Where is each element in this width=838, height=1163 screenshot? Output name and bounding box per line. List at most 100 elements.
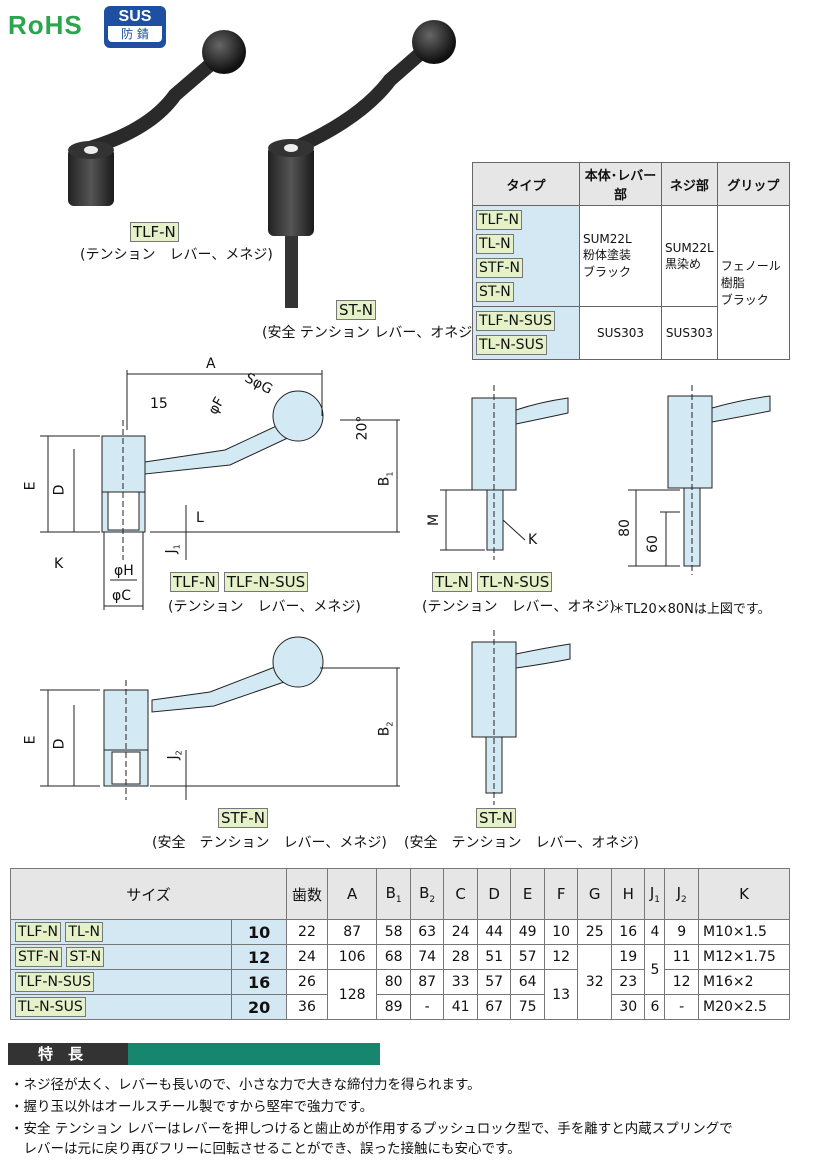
- size-header-main: J: [649, 883, 655, 902]
- size-header-sub: 1: [395, 894, 402, 905]
- drawing5-tag-text: ST-N: [476, 808, 516, 828]
- size-header: サイズ: [10, 868, 287, 920]
- f-cell: 12: [543, 944, 579, 970]
- f-cell: 10: [543, 919, 579, 945]
- mat-screw-group2: SUS303: [661, 306, 718, 360]
- drawing2-tags: TL-N TL-N-SUS: [432, 572, 553, 592]
- rohs-logo: RoHS: [8, 10, 83, 40]
- j2-cell: -: [664, 994, 699, 1020]
- sus-logo-subtext: 防 錆: [108, 26, 162, 42]
- mat-type-tag: TLF-N-SUS: [476, 311, 556, 331]
- size-cell: 12: [231, 944, 287, 970]
- dim-15-label: 15: [150, 396, 168, 412]
- a-cell: 87: [326, 919, 378, 945]
- e-cell: 57: [510, 944, 545, 970]
- feature-item: ・握り玉以外はオールスチール製ですから堅牢で強力です。: [10, 1099, 374, 1115]
- tlf-n-drawing: [40, 370, 400, 610]
- mat-type-tag: STF-N: [476, 258, 524, 278]
- drawing2-tag: TL-N: [432, 572, 472, 592]
- dim-phic-label: φC: [112, 588, 132, 604]
- size-header: G: [577, 868, 612, 920]
- type-tag: TLF-N-SUS: [15, 972, 95, 992]
- st-n-photo: [268, 20, 456, 308]
- dim-a-label: A: [206, 356, 216, 372]
- c-cell: 24: [443, 919, 478, 945]
- dim-60-label: 60: [644, 535, 661, 553]
- drawing1-tags: TLF-N TLF-N-SUS: [170, 572, 309, 592]
- h-cell: 30: [610, 994, 646, 1020]
- drawing4-tag-text: STF-N: [218, 808, 268, 828]
- b2-cell: 63: [409, 919, 445, 945]
- dim-j1-sub: 1: [172, 544, 182, 550]
- size-header: K: [698, 868, 790, 920]
- size-table: サイズ 歯数 A B1 B2 C D E F G H J1 J2 K TLF-N…: [9, 868, 790, 1020]
- photo1-tag: TLF-N: [130, 222, 179, 242]
- size-header: J2: [664, 868, 699, 920]
- d-cell: 51: [476, 944, 512, 970]
- k-cell: M10×1.5: [698, 919, 790, 945]
- sus-logo: SUS 防 錆: [104, 6, 166, 48]
- mat-types-group2: TLF-N-SUS TL-N-SUS: [472, 306, 580, 360]
- drawing2-desc: (テンション レバー、オネジ): [422, 599, 615, 615]
- drawing1-desc: (テンション レバー、メネジ): [168, 599, 361, 615]
- size-header: 歯数: [285, 868, 328, 920]
- c-cell: 41: [443, 994, 478, 1020]
- b1-cell: 80: [376, 969, 411, 995]
- tl20-drawing: [628, 385, 771, 575]
- mat-grip: フェノール樹脂 ブラック: [716, 205, 791, 360]
- photo1-tag-text: TLF-N: [130, 222, 179, 242]
- dim-e-label: E: [22, 481, 39, 491]
- drawing4-desc: (安全 テンション レバー、メネジ): [152, 835, 387, 851]
- sus-logo-text: SUS: [118, 8, 152, 25]
- size-row-types: TLF-N-SUS: [9, 969, 233, 995]
- feature-item: レバーは元に戻り再びフリーに回転させることができ、誤った接触にも安心です。: [10, 1141, 521, 1157]
- size-cell: 10: [231, 919, 287, 945]
- dim-angle-label: 20°: [354, 415, 371, 441]
- size-header-sub: 2: [429, 894, 436, 905]
- photo2-desc: (安全 テンション レバー、オネジ): [262, 325, 478, 341]
- size-header-main: B: [385, 883, 396, 902]
- type-tag: TLF-N: [15, 922, 61, 942]
- dim-b1-main: B: [376, 476, 393, 487]
- drawing2-tag: TL-N-SUS: [476, 572, 553, 592]
- f-cell-merged: 13: [543, 969, 579, 1020]
- mat-body-group1: SUM22L 粉体塗装 ブラック: [578, 205, 663, 307]
- dim-j2-main: J: [165, 755, 182, 760]
- j1-cell: 4: [644, 919, 666, 945]
- size-row-types: TLF-N TL-N: [9, 919, 233, 945]
- mat-type-tag: ST-N: [476, 282, 514, 302]
- photo2-tag: ST-N: [336, 300, 376, 320]
- drawing1-tag: TLF-N: [170, 572, 219, 592]
- k-cell: M20×2.5: [698, 994, 790, 1020]
- mat-types-group1: TLF-N TL-N STF-N ST-N: [472, 205, 580, 307]
- size-row-types: TL-N-SUS: [9, 994, 233, 1020]
- b1-cell: 68: [376, 944, 411, 970]
- j2-cell: 11: [664, 944, 699, 970]
- b2-cell: 87: [409, 969, 445, 995]
- d-cell: 57: [476, 969, 512, 995]
- b1-cell: 89: [376, 994, 411, 1020]
- size-cell: 16: [231, 969, 287, 995]
- a-cell: 106: [326, 944, 378, 970]
- d-cell: 67: [476, 994, 512, 1020]
- type-tag: TL-N: [65, 922, 104, 942]
- c-cell: 28: [443, 944, 478, 970]
- e-cell: 49: [510, 919, 545, 945]
- size-header: A: [326, 868, 378, 920]
- c-cell: 33: [443, 969, 478, 995]
- size-header-sub: 2: [681, 894, 687, 905]
- size-cell: 20: [231, 994, 287, 1020]
- table-row: STF-N ST-N 12 24 106 68 74 28 51 57 12 3…: [9, 944, 790, 1020]
- j2-cell: 9: [664, 919, 699, 945]
- tl-n-drawing: [440, 385, 569, 560]
- feature-item: ・安全 テンション レバーはレバーを押しつけると歯止めが作用するプッシュロック型…: [10, 1121, 733, 1137]
- size-header-sub: 1: [654, 894, 660, 905]
- type-tag: TL-N-SUS: [15, 997, 86, 1017]
- h-cell: 16: [610, 919, 646, 945]
- g-cell-merged: 32: [577, 944, 612, 1020]
- table-row: TL-N-SUS 20 36 89 - 41 67 75 30 6 - M20×…: [9, 994, 790, 1020]
- dim-k-label: K: [54, 556, 64, 572]
- dim-m-label: M: [426, 513, 443, 527]
- size-header: E: [510, 868, 545, 920]
